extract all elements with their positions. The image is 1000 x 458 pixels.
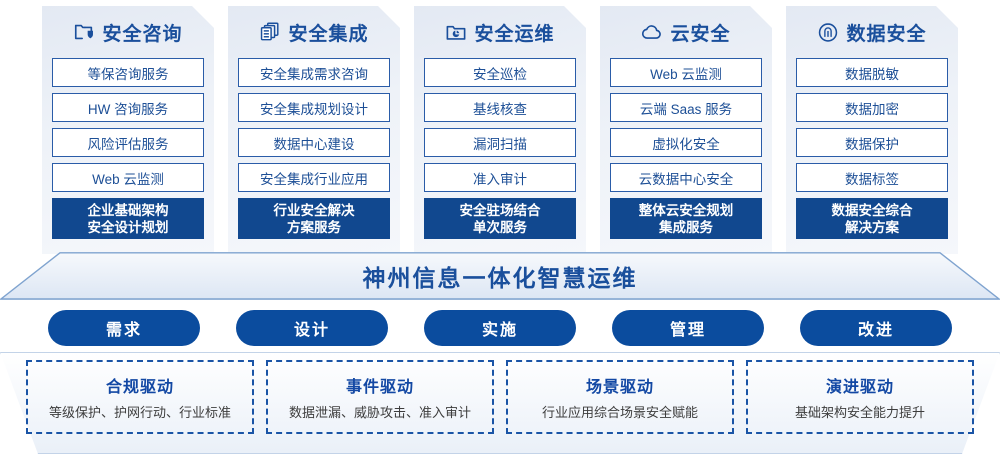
column-header: 安全咨询 (52, 6, 204, 58)
driver-box-incident[interactable]: 事件驱动 数据泄漏、威胁攻击、准入审计 (266, 360, 494, 434)
column-header: 安全运维 (424, 6, 576, 58)
capability-column-data-security[interactable]: 数据安全 数据脱敏 数据加密 数据保护 数据标签 数据安全综合 解决方案 (786, 6, 958, 254)
drivers-container (0, 352, 1000, 454)
capability-column-security-integration[interactable]: 安全集成 安全集成需求咨询 安全集成规划设计 数据中心建设 安全集成行业应用 行… (228, 6, 400, 254)
column-solution-box[interactable]: 企业基础架构 安全设计规划 (52, 198, 204, 239)
column-title: 安全咨询 (102, 23, 183, 45)
service-item[interactable]: 数据加密 (796, 93, 948, 122)
cloud-icon (641, 21, 663, 43)
phase-pill-demand[interactable]: 需求 (48, 310, 200, 346)
service-item[interactable]: 等保咨询服务 (52, 58, 204, 87)
service-item[interactable]: 安全巡检 (424, 58, 576, 87)
driver-subtitle: 等级保护、护网行动、行业标准 (48, 405, 231, 420)
solution-line: 数据安全综合 (831, 202, 913, 218)
solution-line: 企业基础架构 (87, 202, 169, 218)
service-item[interactable]: 基线核查 (424, 93, 576, 122)
stacked-documents-icon (259, 21, 281, 43)
driver-subtitle: 数据泄漏、威胁攻击、准入审计 (288, 405, 471, 420)
solution-line: 行业安全解决 (273, 202, 355, 218)
column-title: 安全运维 (474, 23, 555, 45)
service-item[interactable]: 漏洞扫描 (424, 128, 576, 157)
column-solution-box[interactable]: 整体云安全规划 集成服务 (610, 198, 762, 239)
service-item[interactable]: 安全集成需求咨询 (238, 58, 390, 87)
solution-line: 方案服务 (287, 219, 341, 235)
phase-pill-design[interactable]: 设计 (236, 310, 388, 346)
driver-title: 演进驱动 (825, 379, 894, 396)
service-item[interactable]: HW 咨询服务 (52, 93, 204, 122)
folder-shield-icon (73, 21, 95, 43)
service-item[interactable]: 云数据中心安全 (610, 163, 762, 192)
capability-column-cloud-security[interactable]: 云安全 Web 云监测 云端 Saas 服务 虚拟化安全 云数据中心安全 整体云… (600, 6, 772, 254)
capability-columns: 安全咨询 等保咨询服务 HW 咨询服务 风险评估服务 Web 云监测 企业基础架… (0, 6, 1000, 254)
column-solution-box[interactable]: 安全驻场结合 单次服务 (424, 198, 576, 239)
capability-column-security-consulting[interactable]: 安全咨询 等保咨询服务 HW 咨询服务 风险评估服务 Web 云监测 企业基础架… (42, 6, 214, 254)
solution-line: 安全驻场结合 (459, 202, 541, 218)
solution-line: 安全设计规划 (87, 219, 169, 235)
column-title: 数据安全 (846, 23, 927, 45)
driver-subtitle: 基础架构安全能力提升 (794, 405, 925, 420)
service-item[interactable]: 安全集成行业应用 (238, 163, 390, 192)
service-item[interactable]: Web 云监测 (52, 163, 204, 192)
solution-line: 解决方案 (845, 219, 899, 235)
column-solution-box[interactable]: 数据安全综合 解决方案 (796, 198, 948, 239)
solution-line: 单次服务 (473, 219, 527, 235)
capability-column-security-operations[interactable]: 安全运维 安全巡检 基线核查 漏洞扫描 准入审计 安全驻场结合 单次服务 (414, 6, 586, 254)
service-item[interactable]: 数据中心建设 (238, 128, 390, 157)
service-item[interactable]: Web 云监测 (610, 58, 762, 87)
column-header: 云安全 (610, 6, 762, 58)
service-item[interactable]: 风险评估服务 (52, 128, 204, 157)
driver-subtitle: 行业应用综合场景安全赋能 (541, 405, 698, 420)
phase-pill-improvement[interactable]: 改进 (800, 310, 952, 346)
driver-title: 场景驱动 (585, 379, 654, 396)
drivers-row: 合规驱动 等级保护、护网行动、行业标准 事件驱动 数据泄漏、威胁攻击、准入审计 … (0, 360, 1000, 446)
service-item[interactable]: 安全集成规划设计 (238, 93, 390, 122)
folder-chart-icon (445, 21, 467, 43)
phase-pill-management[interactable]: 管理 (612, 310, 764, 346)
driver-box-evolution[interactable]: 演进驱动 基础架构安全能力提升 (746, 360, 974, 434)
service-item[interactable]: 虚拟化安全 (610, 128, 762, 157)
solution-line: 集成服务 (659, 219, 713, 235)
column-header: 安全集成 (238, 6, 390, 58)
column-title: 云安全 (670, 23, 731, 45)
column-solution-box[interactable]: 行业安全解决 方案服务 (238, 198, 390, 239)
solution-line: 整体云安全规划 (638, 202, 734, 218)
service-item[interactable]: 准入审计 (424, 163, 576, 192)
platform-banner: 神州信息一体化智慧运维 (0, 252, 1000, 300)
driver-title: 合规驱动 (105, 379, 174, 396)
driver-title: 事件驱动 (345, 379, 414, 396)
fingerprint-icon (817, 21, 839, 43)
column-title: 安全集成 (288, 23, 369, 45)
service-item[interactable]: 数据保护 (796, 128, 948, 157)
service-item[interactable]: 云端 Saas 服务 (610, 93, 762, 122)
platform-banner-title: 神州信息一体化智慧运维 (362, 265, 638, 291)
service-item[interactable]: 数据脱敏 (796, 58, 948, 87)
column-header: 数据安全 (796, 6, 948, 58)
driver-box-scenario[interactable]: 场景驱动 行业应用综合场景安全赋能 (506, 360, 734, 434)
phase-pill-implementation[interactable]: 实施 (424, 310, 576, 346)
driver-box-compliance[interactable]: 合规驱动 等级保护、护网行动、行业标准 (26, 360, 254, 434)
service-item[interactable]: 数据标签 (796, 163, 948, 192)
lifecycle-phases: 需求 设计 实施 管理 改进 (0, 310, 1000, 346)
